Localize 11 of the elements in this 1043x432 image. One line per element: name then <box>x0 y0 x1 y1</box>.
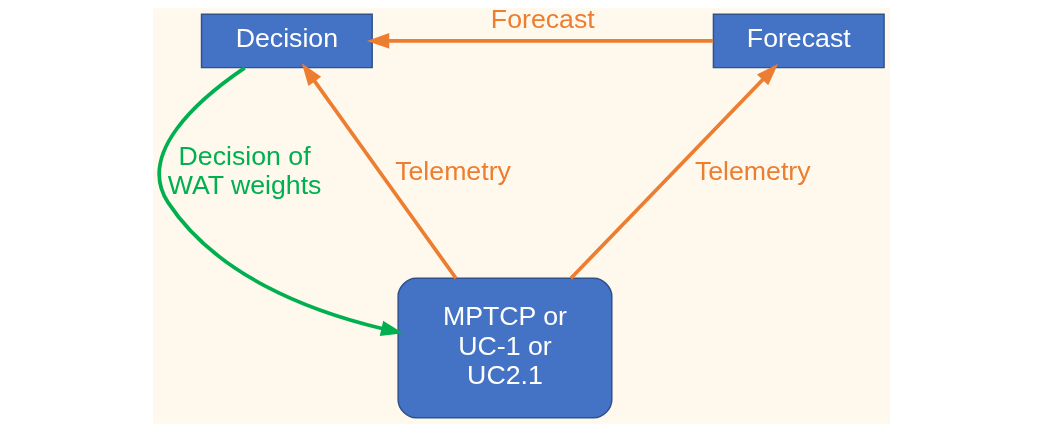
arrow <box>157 66 404 336</box>
node-box: Decision <box>200 13 373 69</box>
edge-label: Telemetry <box>395 155 511 186</box>
arrow <box>569 63 779 280</box>
arrow <box>366 33 714 49</box>
edge-label: Forecast <box>490 4 595 35</box>
edge-label: Decision of WAT weights <box>167 140 322 201</box>
node-box: Forecast <box>712 13 885 69</box>
edge-label: Telemetry <box>694 155 811 186</box>
arrow <box>301 63 458 280</box>
node-box: MPTCP or UC-1 or UC2.1 <box>397 277 613 419</box>
